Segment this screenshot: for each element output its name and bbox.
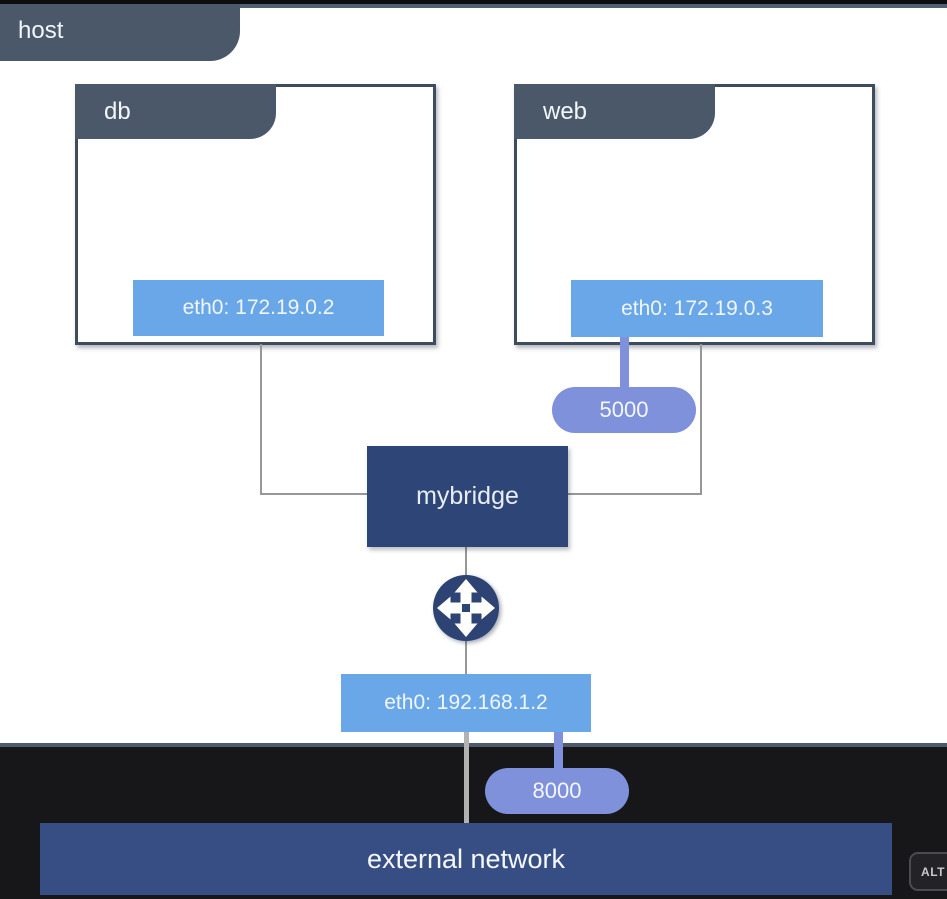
external-network-label: external network <box>366 843 566 874</box>
port-5000-text: 5000 <box>599 397 649 422</box>
port-link-5000 <box>620 336 629 390</box>
connector-web-horizontal <box>567 493 702 495</box>
container-db-label: db <box>104 97 131 125</box>
host-eth0-label: eth0: 192.168.1.2 <box>341 674 591 732</box>
host-label: host <box>18 16 64 44</box>
web-eth0-label: eth0: 172.19.0.3 <box>571 280 823 337</box>
host-tab: host <box>0 4 240 61</box>
alt-key-badge: ALT <box>909 852 947 891</box>
host-eth0-text: eth0: 192.168.1.2 <box>384 691 548 714</box>
alt-key-label: ALT <box>921 864 945 879</box>
container-tab-web: web <box>514 84 715 139</box>
db-eth0-text: eth0: 172.19.0.2 <box>182 296 335 319</box>
connector-db-vertical <box>260 344 262 495</box>
connector-host-eth0-to-external <box>464 730 469 824</box>
web-eth0-text: eth0: 172.19.0.3 <box>621 296 773 320</box>
port-link-8000 <box>554 730 563 772</box>
router-icon <box>431 573 501 643</box>
container-web-label: web <box>543 97 588 125</box>
connector-db-horizontal <box>260 493 369 495</box>
container-tab-db: db <box>75 84 276 139</box>
router-icon-svg <box>433 575 499 641</box>
top-edge-strip <box>0 0 947 5</box>
port-pill-5000: 5000 <box>552 387 696 433</box>
external-network-banner: external network <box>40 823 892 895</box>
db-eth0-label: eth0: 172.19.0.2 <box>133 280 384 336</box>
connector-web-vertical <box>700 344 702 495</box>
bridge-node: mybridge <box>367 446 568 547</box>
bridge-label: mybridge <box>416 482 519 510</box>
port-8000-text: 8000 <box>532 778 582 803</box>
port-pill-8000: 8000 <box>485 768 629 814</box>
